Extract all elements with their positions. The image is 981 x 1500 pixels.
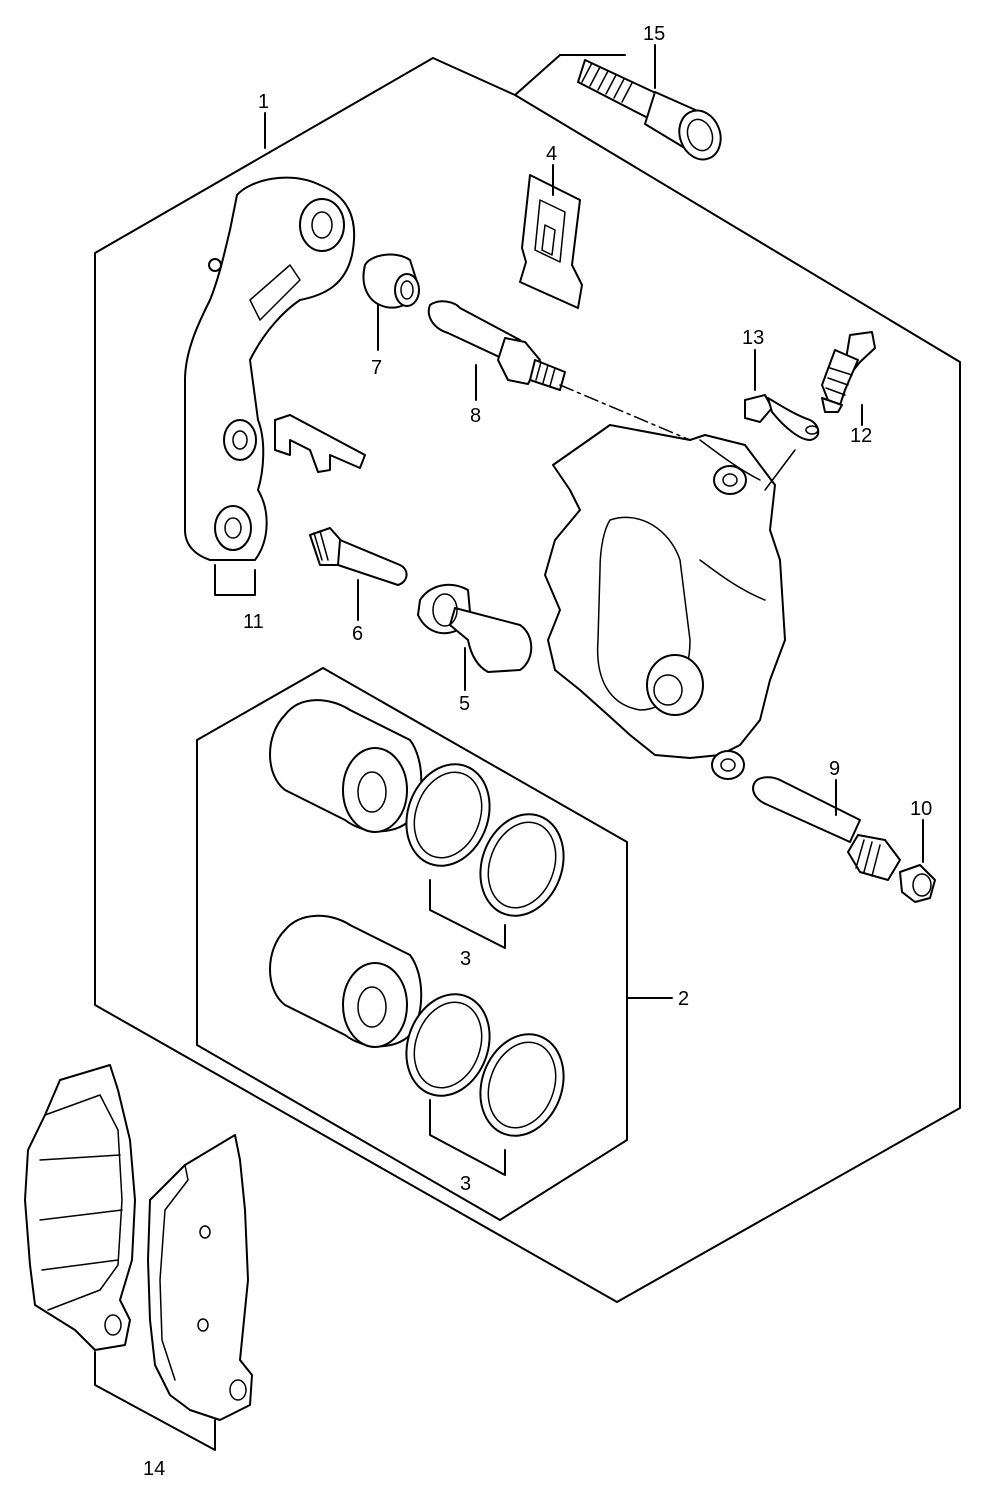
leader-lines bbox=[264, 44, 924, 863]
seal-kit-outline bbox=[196, 667, 673, 1221]
cap-10 bbox=[899, 864, 936, 903]
callout-10: 10 bbox=[910, 798, 932, 820]
piston-upper bbox=[269, 699, 565, 949]
callout-13: 13 bbox=[742, 327, 764, 349]
callout-7: 7 bbox=[371, 357, 382, 379]
callout-15: 15 bbox=[643, 23, 665, 45]
boot-7 bbox=[362, 253, 420, 309]
brake-pad-rear bbox=[147, 1134, 253, 1421]
pin-8 bbox=[427, 300, 566, 391]
callout-9: 9 bbox=[829, 758, 840, 780]
pad-spring-4 bbox=[519, 174, 583, 309]
caliper-assembly-outline bbox=[94, 54, 961, 1303]
pin-6 bbox=[309, 527, 408, 586]
bolt-15 bbox=[577, 59, 722, 161]
callout-6: 6 bbox=[352, 623, 363, 645]
bleeder-cap-13 bbox=[744, 394, 820, 441]
callout-14: 14 bbox=[143, 1458, 165, 1480]
callout-11: 11 bbox=[243, 611, 264, 633]
callout-3-lower: 3 bbox=[460, 1173, 471, 1195]
callout-3-upper: 3 bbox=[460, 948, 471, 970]
leader-14 bbox=[94, 1351, 216, 1451]
sleeve-5 bbox=[417, 583, 533, 673]
clip-11 bbox=[214, 414, 366, 596]
pin-9 bbox=[752, 776, 901, 881]
callout-12: 12 bbox=[850, 425, 872, 447]
mounting-bracket bbox=[184, 176, 356, 561]
bleeder-valve-12 bbox=[821, 331, 876, 413]
callout-5: 5 bbox=[459, 693, 470, 715]
callout-labels: 1 2 3 3 4 5 6 7 8 9 10 11 12 13 14 15 bbox=[143, 23, 932, 1480]
brake-pad-front bbox=[24, 1064, 136, 1351]
callout-1: 1 bbox=[258, 91, 269, 113]
callout-8: 8 bbox=[470, 405, 481, 427]
piston-lower bbox=[269, 914, 565, 1176]
callout-4: 4 bbox=[546, 143, 557, 165]
callout-2: 2 bbox=[678, 988, 689, 1010]
caliper-body bbox=[544, 424, 786, 780]
